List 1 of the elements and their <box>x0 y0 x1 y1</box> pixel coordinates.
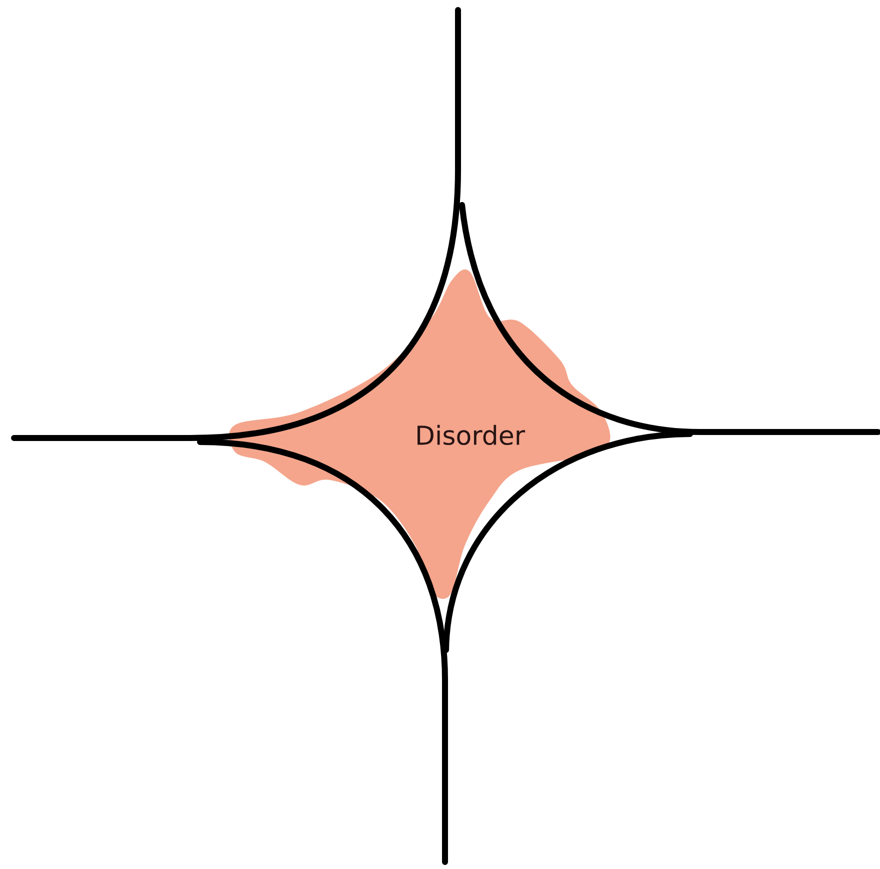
node-label: Disorder <box>418 424 526 446</box>
